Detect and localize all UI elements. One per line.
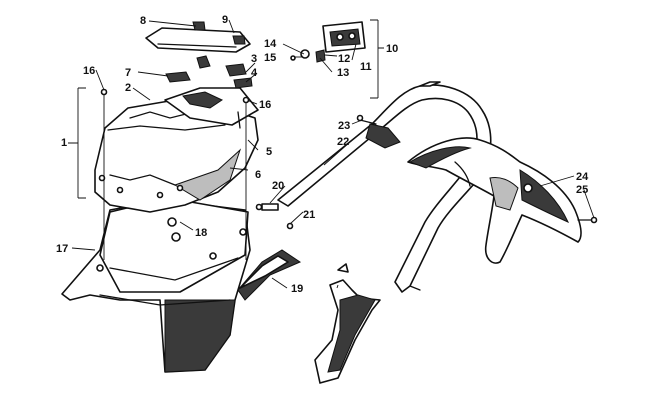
- callout-22: 22: [337, 136, 349, 148]
- callout-16-right: 16: [259, 99, 271, 111]
- tail-tray: [61, 197, 251, 373]
- callout-20: 20: [272, 180, 284, 192]
- callout-16-left: 16: [83, 65, 95, 77]
- callout-15: 15: [264, 52, 276, 64]
- callout-18: 18: [195, 227, 207, 239]
- callout-11: 11: [360, 61, 372, 73]
- callout-10: 10: [386, 43, 398, 55]
- callout-25: 25: [576, 184, 588, 196]
- callout-7: 7: [125, 67, 131, 79]
- callout-19: 19: [291, 283, 303, 295]
- callout-1: 1: [61, 137, 67, 149]
- callout-23: 23: [338, 120, 350, 132]
- callout-17: 17: [56, 243, 68, 255]
- pad-4: [225, 63, 253, 89]
- callout-2: 2: [125, 82, 131, 94]
- mount-plate: [145, 21, 251, 69]
- side-panel-19: [237, 249, 302, 301]
- callout-8: 8: [140, 15, 146, 27]
- callout-14: 14: [264, 38, 277, 50]
- seat-cover: [94, 99, 259, 213]
- top-panel: [164, 87, 259, 129]
- bolt-25: [577, 216, 598, 224]
- callout-24: 24: [576, 171, 589, 183]
- nut-21: [286, 222, 294, 230]
- leader-lines: [68, 19, 595, 289]
- pin-left: [100, 88, 108, 96]
- callout-21: 21: [303, 209, 315, 221]
- grab-bar: [277, 81, 492, 293]
- bolt-20: [255, 203, 279, 211]
- callout-9: 9: [222, 14, 228, 26]
- pad-7: [165, 71, 191, 83]
- callout-labels: 1 2 3 4 5 6 7 8 9 10 11 12 13 14 15 16 1…: [56, 14, 589, 295]
- callout-4: 4: [251, 67, 258, 79]
- bolt-23: [356, 114, 377, 125]
- callout-6: 6: [255, 169, 261, 181]
- callout-3: 3: [251, 53, 257, 65]
- taillight-assembly: [290, 21, 366, 63]
- pin-right: [242, 96, 250, 104]
- callout-5: 5: [266, 146, 272, 158]
- callout-13: 13: [337, 67, 349, 79]
- bracket-19: [314, 263, 381, 384]
- rear-bumper: [407, 137, 582, 264]
- callout-12: 12: [338, 53, 350, 65]
